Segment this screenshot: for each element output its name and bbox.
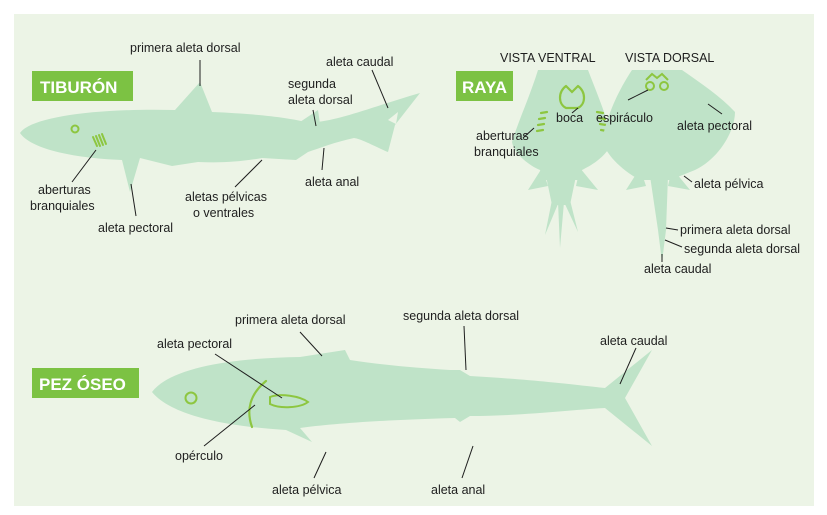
ray-leader-lines	[522, 89, 723, 262]
shark-tag	[32, 71, 133, 101]
ray-dorsal-tail	[650, 176, 668, 262]
bony-fish-pectoral-fin	[269, 394, 310, 409]
bony-label-caudal: aleta caudal	[600, 334, 667, 348]
bony-fish-figure: PEZ ÓSEO primera aleta dorsal segunda al…	[32, 309, 667, 497]
bony-label-operculum: opérculo	[175, 449, 223, 463]
ray-label-caudal: aleta caudal	[644, 262, 711, 276]
shark-label-second-dorsal-1: segunda	[288, 77, 336, 91]
bony-fish-tag	[32, 368, 139, 398]
ray-dorsal-view	[602, 70, 735, 262]
shark-label-gills-2: branquiales	[30, 199, 95, 213]
shark-eye	[70, 124, 80, 134]
shark-body	[20, 82, 420, 192]
shark-label-anal: aleta anal	[305, 175, 359, 189]
shark-label-pelvic-1: aletas pélvicas	[185, 190, 267, 204]
shark-caudal-notch	[388, 112, 398, 124]
bony-fish-leader-lines	[203, 325, 637, 479]
bony-label-anal: aleta anal	[431, 483, 485, 497]
bony-label-second-dorsal: segunda aleta dorsal	[403, 309, 519, 323]
ray-label-gills-2: branquiales	[474, 145, 539, 159]
bony-label-pelvic: aleta pélvica	[272, 483, 342, 497]
ray-label-gills-1: aberturas	[476, 129, 529, 143]
ray-dorsal-title: VISTA DORSAL	[625, 51, 714, 65]
ray-dorsal-pelvic-fins	[626, 168, 690, 190]
ray-ventral-disc	[512, 70, 612, 180]
ray-label-mouth: boca	[556, 111, 583, 125]
ray-ventral-tail	[546, 176, 576, 205]
ray-label-pectoral: aleta pectoral	[677, 119, 752, 133]
ray-label-second-dorsal: segunda aleta dorsal	[684, 242, 800, 256]
ray-mouth-shape	[558, 84, 586, 110]
ray-label-spiracle: espiráculo	[596, 111, 653, 125]
ray-tag	[456, 71, 513, 101]
bony-fish-body	[152, 350, 652, 446]
shark-label-first-dorsal: primera aleta dorsal	[130, 41, 240, 55]
ray-ventral-view	[512, 70, 612, 248]
ray-tag-label: RAYA	[462, 78, 507, 97]
ray-label-pelvic: aleta pélvica	[694, 177, 764, 191]
shark-label-caudal: aleta caudal	[326, 55, 393, 69]
bony-fish-eye	[184, 391, 198, 405]
shark-tag-label: TIBURÓN	[40, 78, 117, 97]
ray-figure: VISTA VENTRAL VISTA DORSAL	[456, 51, 800, 276]
ray-ventral-title: VISTA VENTRAL	[500, 51, 596, 65]
bony-fish-operculum-arc	[248, 379, 268, 429]
bony-label-pectoral: aleta pectoral	[157, 337, 232, 351]
shark-label-pectoral: aleta pectoral	[98, 221, 173, 235]
bony-fish-tag-label: PEZ ÓSEO	[39, 375, 126, 394]
bony-label-first-dorsal: primera aleta dorsal	[235, 313, 345, 327]
ray-dorsal-disc	[602, 70, 735, 180]
shark-label-second-dorsal-2: aleta dorsal	[288, 93, 353, 107]
ray-spiracles	[645, 72, 669, 91]
shark-label-gills-1: aberturas	[38, 183, 91, 197]
shark-label-pelvic-2: o ventrales	[193, 206, 254, 220]
ray-ventral-pelvic-fins	[528, 168, 598, 190]
shark-leader-lines	[71, 60, 389, 217]
shark-figure: TIBURÓN primera aleta dorsal aleta cauda…	[20, 41, 420, 235]
shark-gill-slits	[92, 133, 107, 147]
ray-ventral-tail-spikes	[545, 200, 578, 248]
ray-label-first-dorsal: primera aleta dorsal	[680, 223, 790, 237]
